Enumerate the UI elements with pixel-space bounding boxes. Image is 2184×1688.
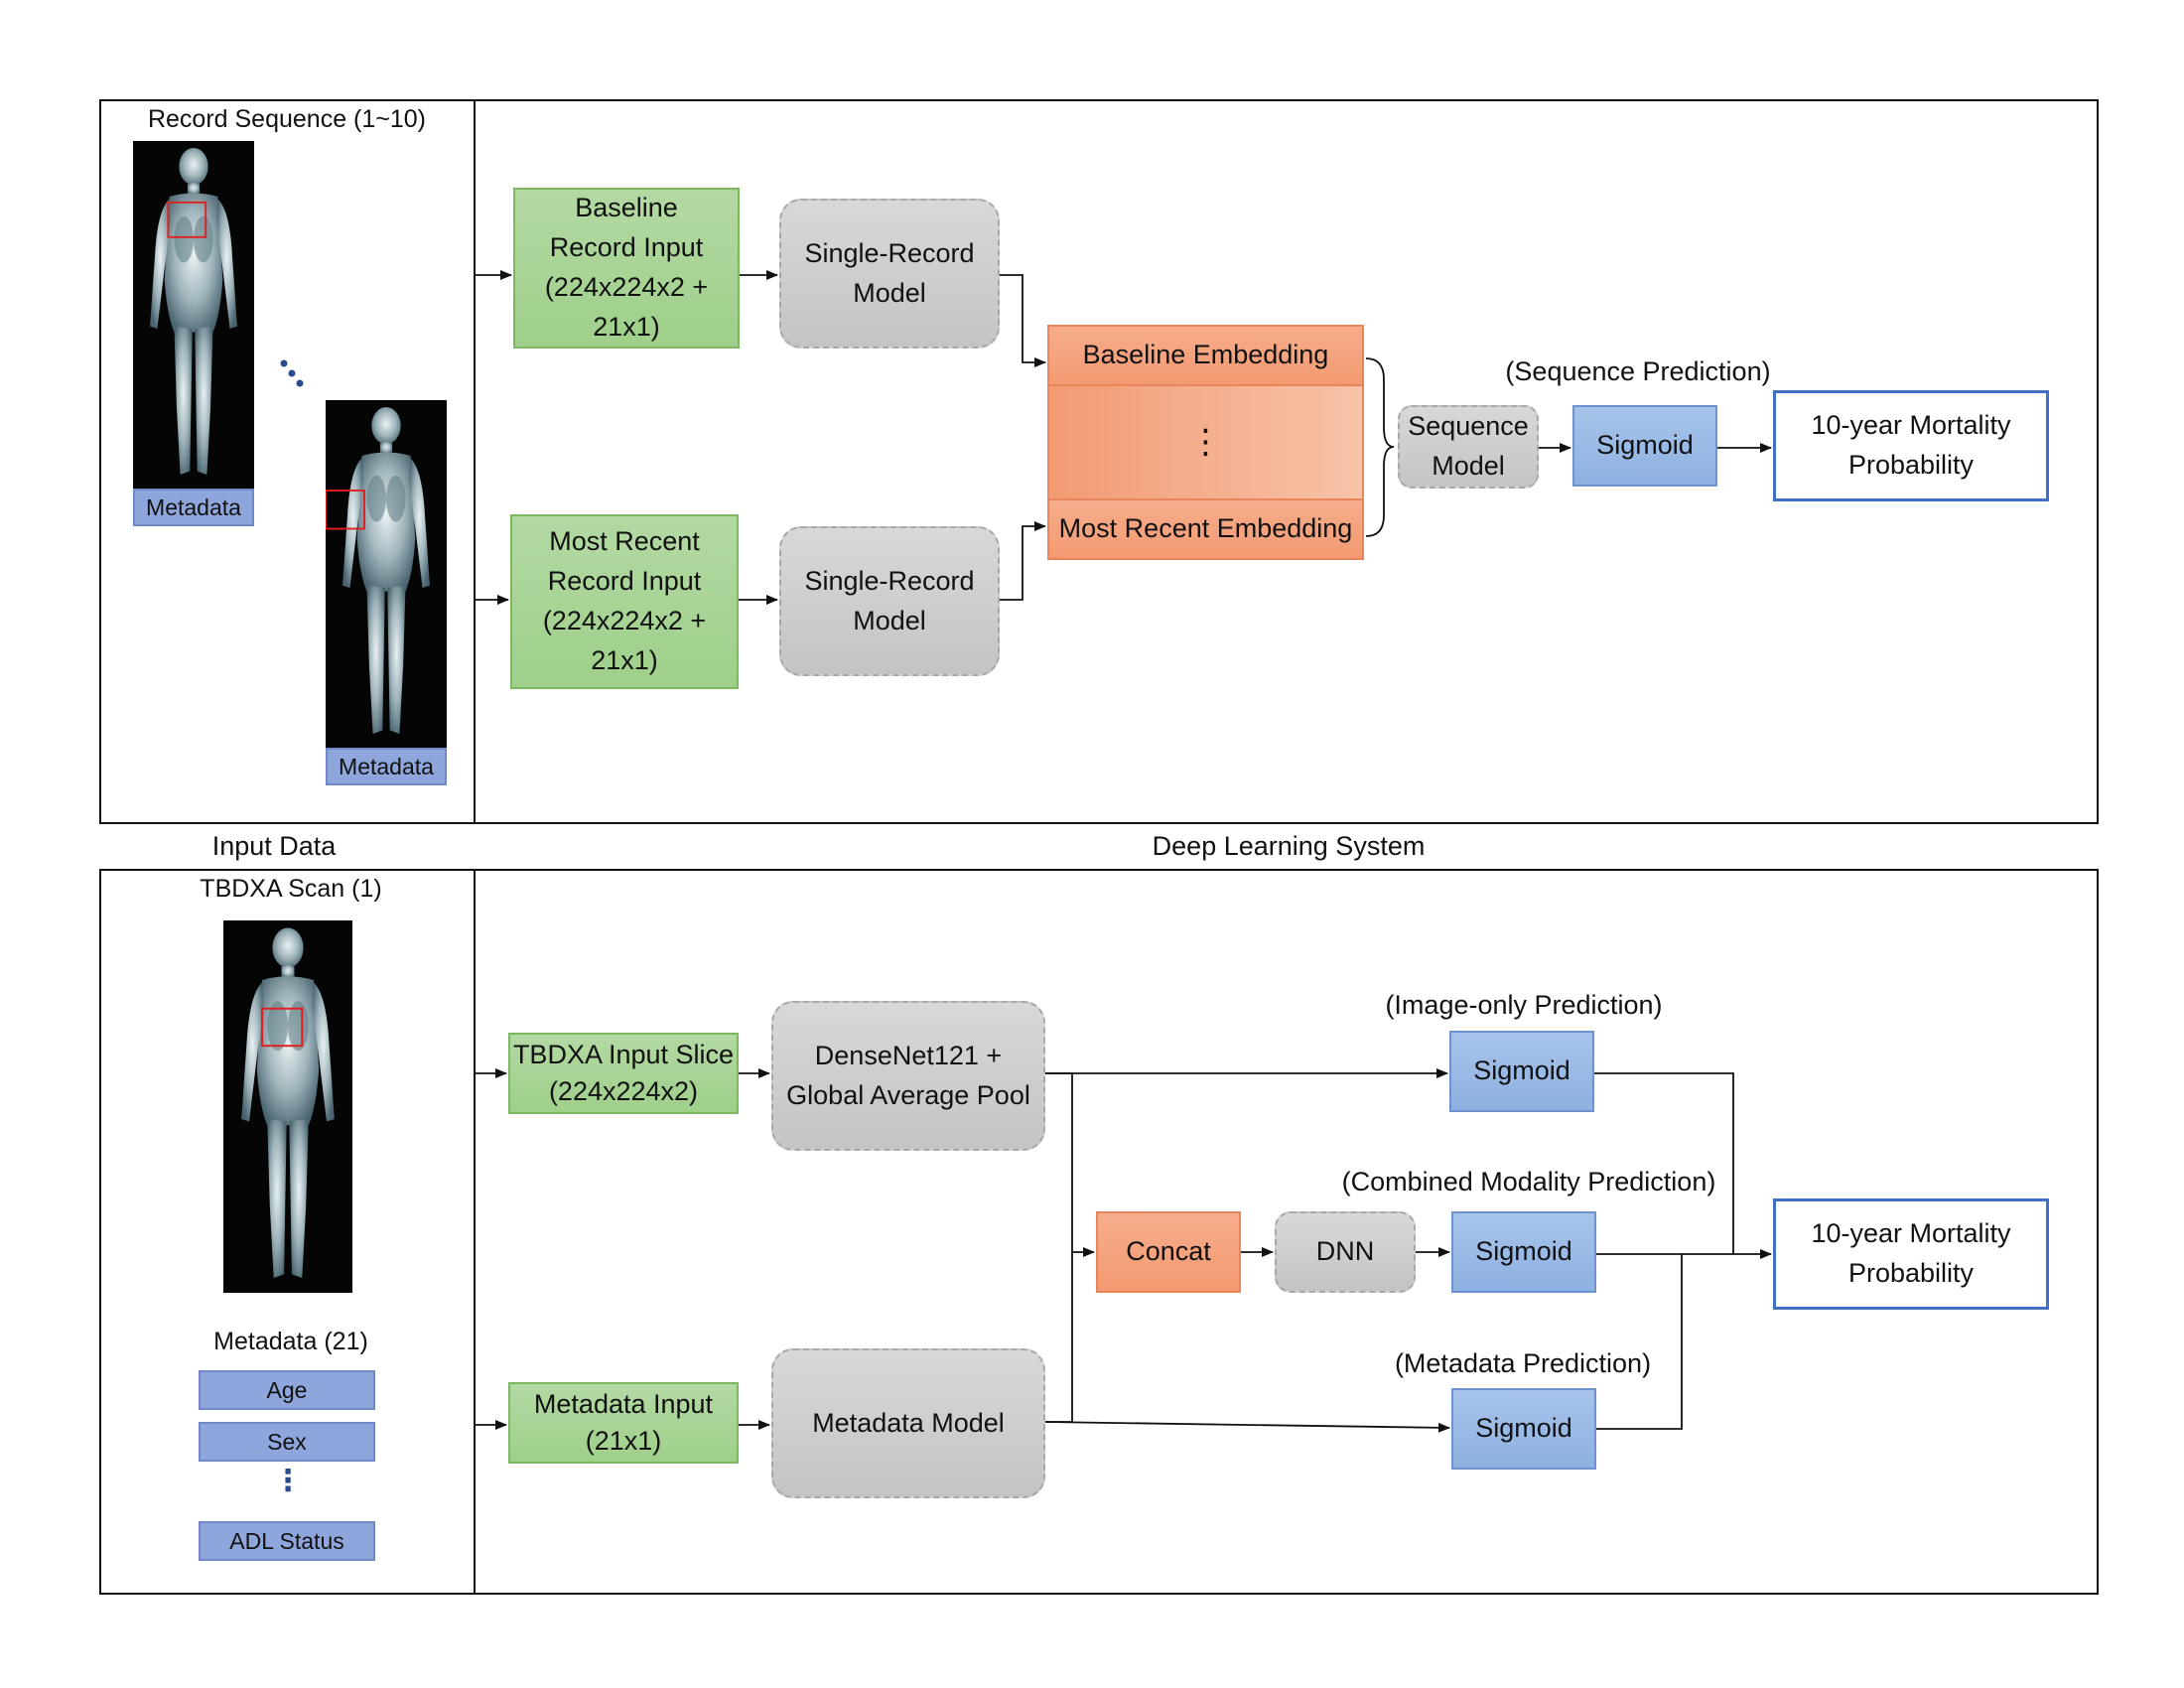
scan-image-recent xyxy=(326,400,447,748)
metadata-item-adl-status: ADL Status xyxy=(199,1521,375,1561)
mortality-output-top: 10-year Mortality Probability xyxy=(1773,390,2049,501)
baseline-embedding: Baseline Embedding xyxy=(1047,325,1364,386)
bottom-panel xyxy=(99,869,2099,1595)
tbdxa-scan-title: TBDXA Scan (1) xyxy=(200,875,382,903)
image-only-prediction-label: (Image-only Prediction) xyxy=(1385,990,1663,1020)
single-record-model-recent: Single-Record Model xyxy=(779,526,1000,676)
baseline-record-input: Baseline Record Input (224x224x2 + 21x1) xyxy=(513,188,740,349)
metadata-title: Metadata (21) xyxy=(213,1328,368,1355)
input-data-label: Input Data xyxy=(211,831,337,861)
single-record-model-baseline: Single-Record Model xyxy=(779,199,1000,349)
concat-node: Concat xyxy=(1096,1211,1241,1293)
metadata-badge-baseline: Metadata xyxy=(133,489,254,526)
scan-image-baseline xyxy=(133,141,254,489)
scan-image-tbdxa xyxy=(223,920,352,1293)
record-sequence-title: Record Sequence (1~10) xyxy=(147,105,427,133)
top-panel xyxy=(99,99,2099,824)
top-panel-divider xyxy=(474,99,476,824)
metadata-badge-recent: Metadata xyxy=(326,748,447,785)
bottom-panel-divider xyxy=(474,869,476,1595)
metadata-model: Metadata Model xyxy=(771,1348,1045,1498)
mortality-output-bottom: 10-year Mortality Probability xyxy=(1773,1198,2049,1310)
sequence-prediction-label: (Sequence Prediction) xyxy=(1505,356,1771,386)
densenet121-model: DenseNet121 + Global Average Pool xyxy=(771,1001,1045,1151)
sigmoid-sequence: Sigmoid xyxy=(1572,405,1717,487)
most-recent-record-input: Most Recent Record Input (224x224x2 + 21… xyxy=(510,514,739,689)
metadata-item-age: Age xyxy=(199,1370,375,1410)
combined-prediction-label: (Combined Modality Prediction) xyxy=(1341,1167,1716,1196)
sigmoid-image-only: Sigmoid xyxy=(1449,1031,1594,1112)
most-recent-embedding: Most Recent Embedding xyxy=(1047,498,1364,560)
sigmoid-combined: Sigmoid xyxy=(1451,1211,1596,1293)
metadata-input: Metadata Input (21x1) xyxy=(508,1382,739,1464)
dnn-model: DNN xyxy=(1275,1211,1416,1293)
deep-learning-system-label: Deep Learning System xyxy=(1152,831,1426,861)
metadata-prediction-label: (Metadata Prediction) xyxy=(1394,1348,1652,1378)
metadata-item-sex: Sex xyxy=(199,1422,375,1462)
tbdxa-input-slice: TBDXA Input Slice (224x224x2) xyxy=(508,1033,739,1114)
embedding-ellipsis: ⋮ xyxy=(1047,386,1364,498)
sequence-model: Sequence Model xyxy=(1398,405,1539,489)
sigmoid-metadata: Sigmoid xyxy=(1451,1388,1596,1470)
